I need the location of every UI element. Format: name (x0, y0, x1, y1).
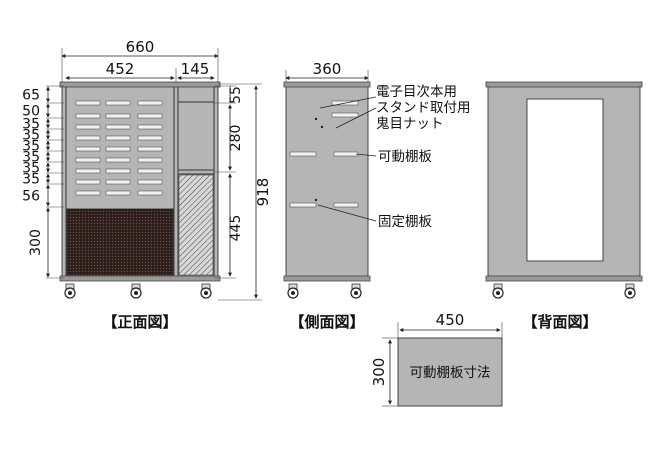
front-slot (137, 157, 163, 163)
side-callout-fixed: 固定棚板 (378, 214, 432, 230)
front-slot (105, 190, 131, 196)
front-slot (75, 146, 101, 152)
side-callout-nut-2: スタンド取付用 (376, 100, 471, 116)
side-casters (287, 283, 362, 299)
front-slot (75, 124, 101, 130)
front-slot (105, 157, 131, 163)
front-left-spacing: 35 (22, 128, 40, 144)
front-casters (64, 283, 212, 299)
front-left-spacing: 35 (22, 150, 40, 166)
front-slot (137, 190, 163, 196)
back-view: 【背面図】 (485, 81, 643, 331)
front-left-spacing: 56 (22, 189, 40, 205)
front-left-spacing: 35 (22, 161, 40, 177)
back-title: 【背面図】 (522, 313, 597, 331)
caster-hub (354, 291, 358, 295)
front-left-spacing: 50 (22, 104, 40, 120)
back-casters (492, 283, 636, 299)
shelf-label: 可動棚板寸法 (410, 365, 491, 381)
caster-hub (628, 291, 632, 295)
shelf-detail: 450 可動棚板寸法 300 (370, 311, 503, 407)
front-slot (137, 179, 163, 185)
front-right-mid: 280 (228, 125, 244, 152)
front-width-left: 452 (106, 60, 135, 78)
front-left-spacing: 35 (22, 172, 40, 188)
front-slot (75, 168, 101, 174)
side-view: 360 電子目次本用 スタンド取付用 鬼目ナット 可動棚板 固定棚板 【側面図】 (283, 60, 471, 331)
front-right-lower: 445 (228, 215, 244, 242)
front-lower-panel (66, 208, 174, 276)
front-slot (137, 135, 163, 141)
front-width-right: 145 (181, 60, 210, 78)
front-left-spacing: 300 (28, 229, 44, 256)
side-callout-nut-1: 電子目次本用 (376, 84, 457, 100)
caster-hub (68, 291, 72, 295)
front-slot (137, 168, 163, 174)
side-callout-movable: 可動棚板 (378, 149, 432, 165)
front-slot (137, 113, 163, 119)
front-slot (75, 135, 101, 141)
front-left-spacing: 35 (22, 139, 40, 155)
front-slot (75, 113, 101, 119)
shelf-width: 450 (436, 311, 465, 329)
shelf-rect (397, 337, 503, 407)
front-slot (105, 135, 131, 141)
front-slot-grid (75, 100, 163, 196)
front-slot (105, 168, 131, 174)
shelf-height: 300 (370, 358, 388, 387)
front-slot (105, 146, 131, 152)
front-right-upper: 55 (228, 86, 244, 104)
front-slot (75, 179, 101, 185)
front-slot (105, 179, 131, 185)
caster-hub (496, 291, 500, 295)
front-left-spacing: 35 (22, 117, 40, 133)
front-left-spacing: 65 (22, 88, 40, 104)
caster-hub (204, 291, 208, 295)
front-slot (75, 100, 101, 106)
caster-hub (134, 291, 138, 295)
front-slot (75, 157, 101, 163)
front-slot (137, 146, 163, 152)
front-slot (105, 113, 131, 119)
back-window (526, 98, 604, 262)
front-height-total: 918 (254, 178, 272, 207)
side-title: 【側面図】 (289, 313, 364, 331)
front-right-hatched-panel (178, 174, 214, 276)
front-slot (137, 100, 163, 106)
front-title: 【正面図】 (102, 313, 177, 331)
front-width-total: 660 (126, 38, 155, 56)
front-slot (105, 124, 131, 130)
front-slot (75, 190, 101, 196)
caster-hub (291, 291, 295, 295)
side-depth: 360 (313, 60, 342, 78)
side-callout-nut-3: 鬼目ナット (376, 116, 444, 132)
front-slot (137, 124, 163, 130)
front-slot (105, 100, 131, 106)
